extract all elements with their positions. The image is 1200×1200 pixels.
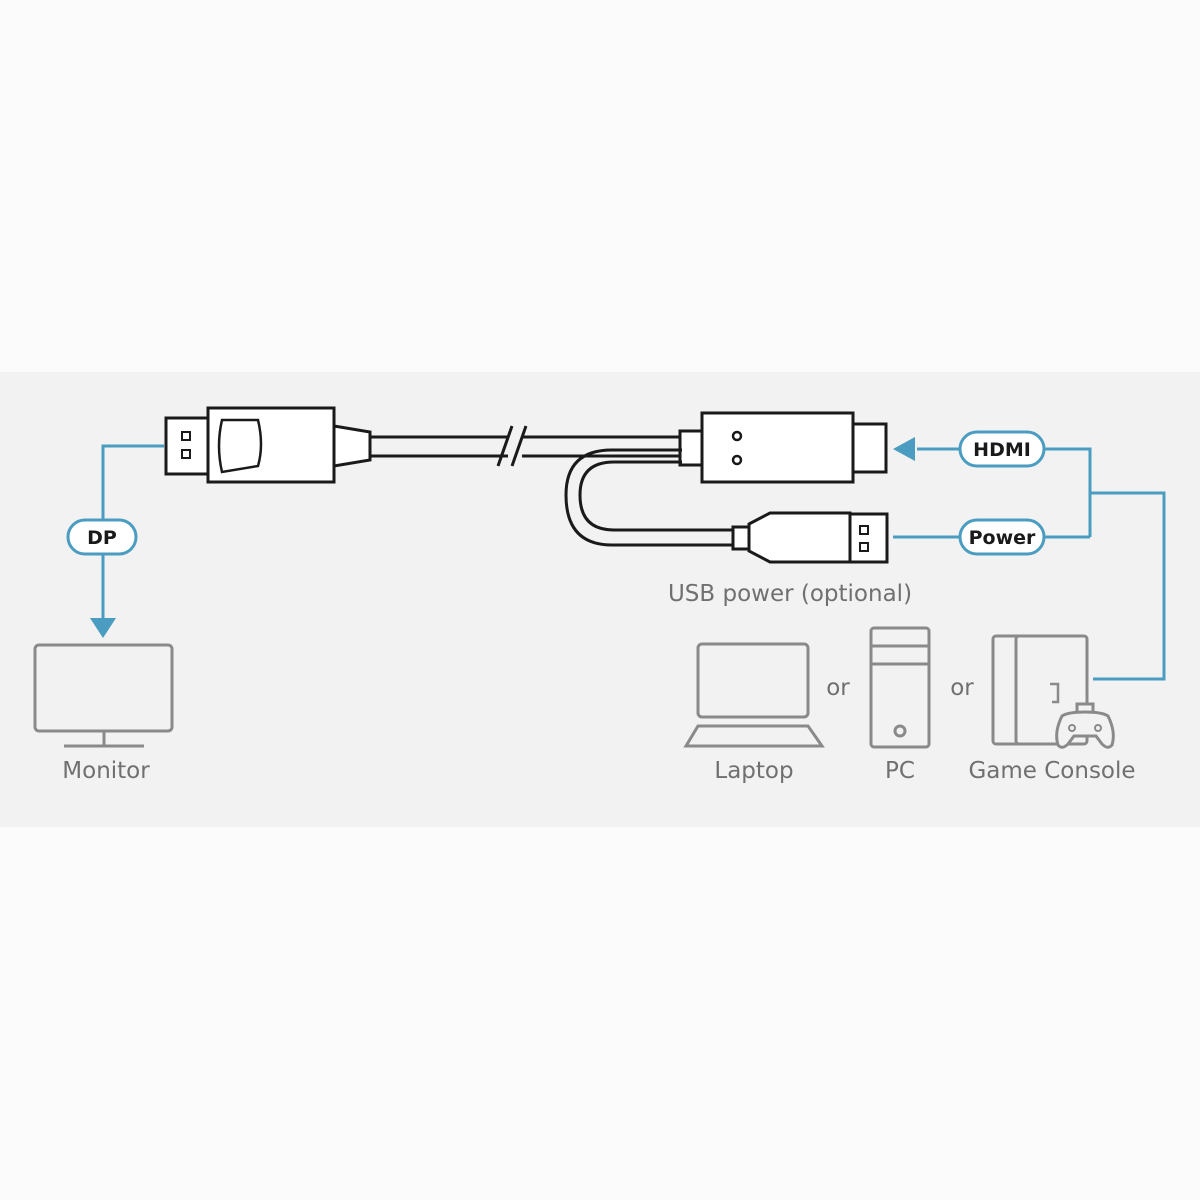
laptop-icon (683, 642, 825, 748)
usb-power-label: USB power (optional) (668, 581, 912, 607)
monitor-icon (33, 643, 174, 748)
connection-lines (101, 444, 1166, 681)
hdmi-label: HDMI (973, 439, 1031, 461)
monitor-label: Monitor (62, 758, 150, 784)
game-console-label: Game Console (968, 758, 1135, 784)
usb-branch-cable (564, 448, 735, 547)
monitor-arrow-icon (90, 618, 116, 638)
or-label-1: or (826, 675, 850, 701)
hdmi-connection-line (917, 447, 1092, 537)
usb-connector-icon (731, 511, 889, 564)
game-controller-icon (1055, 702, 1115, 749)
power-pill: Power (958, 518, 1046, 556)
laptop-label: Laptop (714, 758, 793, 784)
pc-label: PC (885, 758, 915, 784)
dp-pill: DP (66, 518, 138, 556)
dp-label: DP (87, 527, 117, 549)
hdmi-pill: HDMI (958, 430, 1046, 468)
power-label: Power (969, 527, 1036, 549)
pc-tower-icon (869, 626, 931, 749)
main-cable (370, 425, 682, 467)
hdmi-connector-icon (678, 411, 888, 484)
hdmi-arrow-icon (893, 437, 915, 461)
dp-connector-icon (164, 406, 372, 484)
dp-connection-line (101, 444, 164, 622)
or-label-2: or (950, 675, 974, 701)
console-connection-line (1090, 491, 1166, 681)
